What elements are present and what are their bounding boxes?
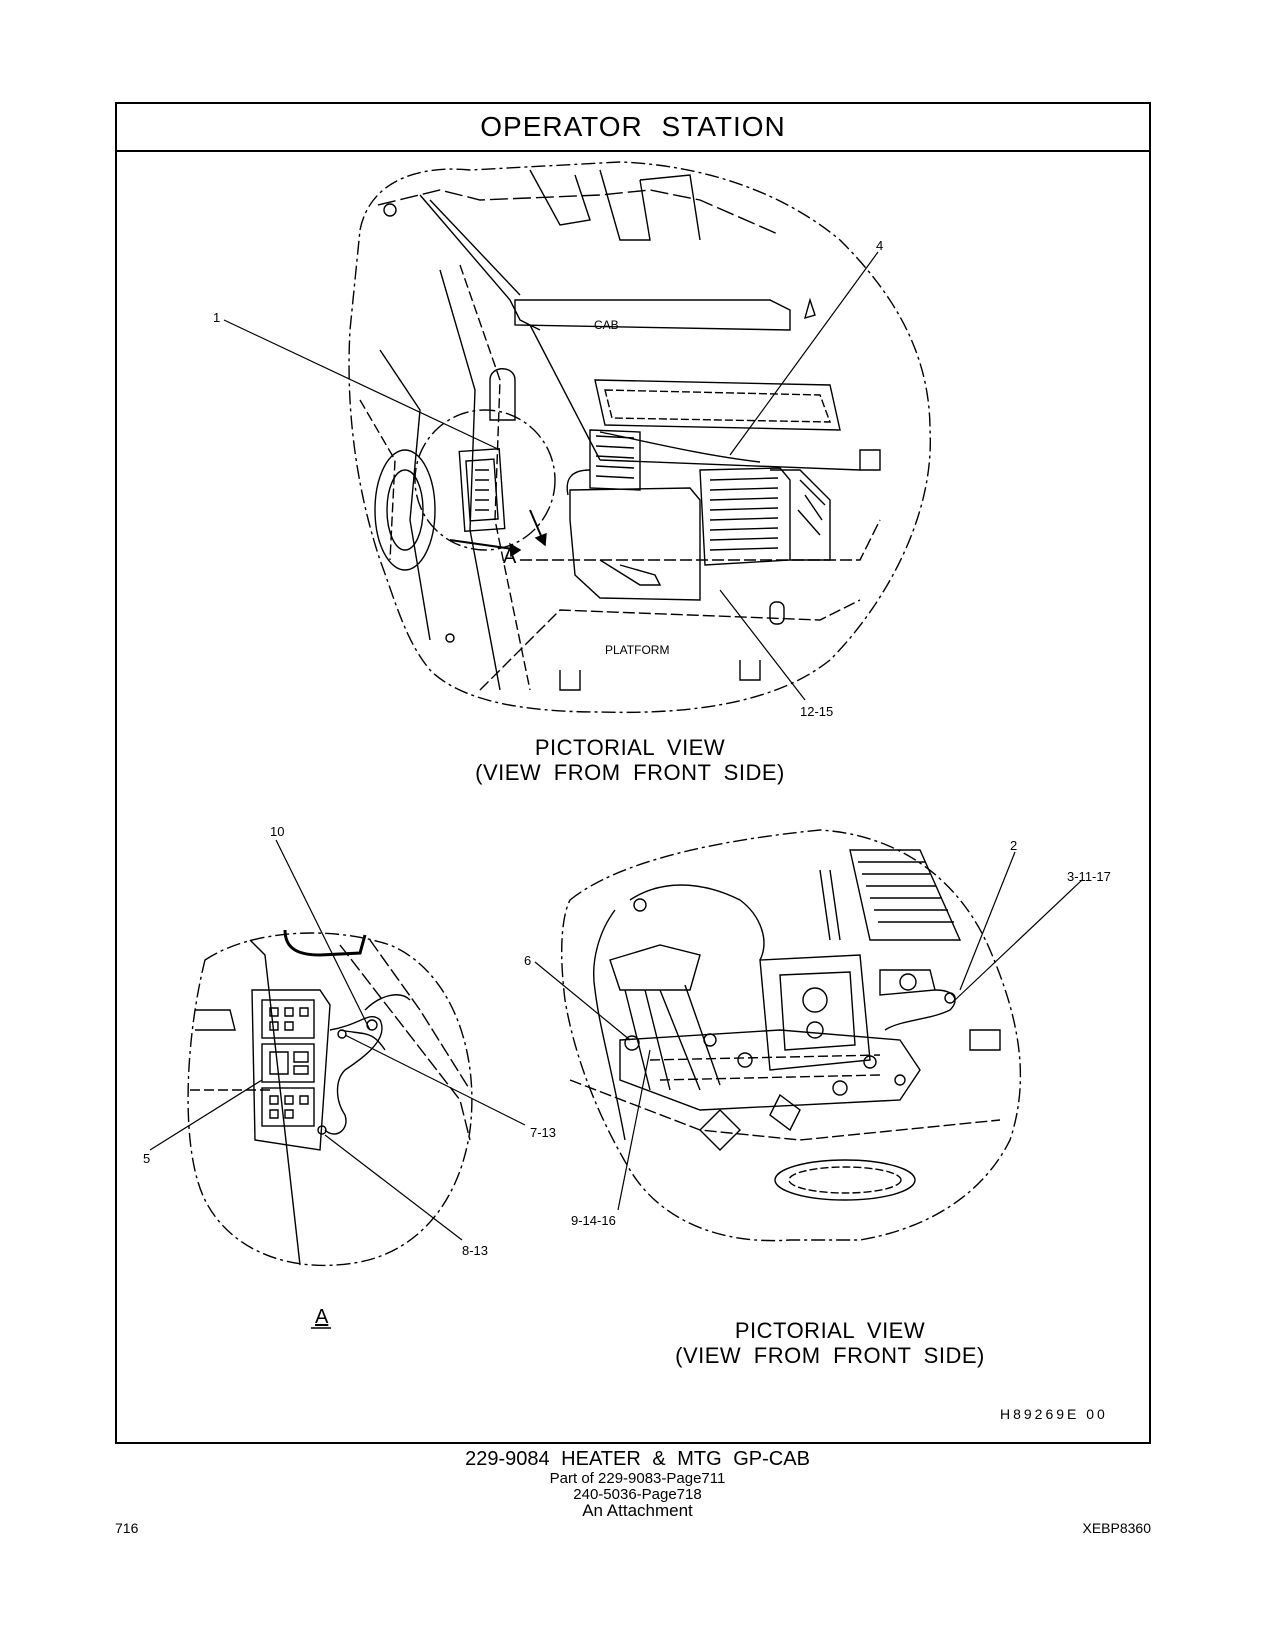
detail-a-marker: A bbox=[503, 546, 517, 568]
footer-ref: 240-5036-Page718 bbox=[573, 1486, 702, 1503]
lower-view-caption: PICTORIAL VIEW (VIEW FROM FRONT SIDE) bbox=[630, 1318, 1030, 1368]
callout-9-14-16: 9-14-16 bbox=[571, 1213, 616, 1228]
page-title: OPERATOR STATION bbox=[117, 104, 1149, 152]
document-id: XEBP8360 bbox=[1082, 1520, 1152, 1536]
detail-a-label: A bbox=[315, 1306, 329, 1328]
callout-7-13: 7-13 bbox=[530, 1125, 556, 1140]
detail-a-text: 10 5 7-13 8-13 A bbox=[143, 824, 556, 1329]
main-view-text: 1 4 12-15 CAB PLATFORM A bbox=[213, 238, 883, 719]
callout-1: 1 bbox=[213, 310, 220, 325]
callout-12-15: 12-15 bbox=[800, 704, 833, 719]
footer-title: 229-9084 HEATER & MTG GP-CAB bbox=[465, 1448, 810, 1470]
callout-5: 5 bbox=[143, 1151, 150, 1166]
footer-attachment: An Attachment bbox=[582, 1501, 693, 1520]
page-number: 716 bbox=[115, 1520, 139, 1536]
main-view-caption-line1: PICTORIAL VIEW bbox=[534, 735, 726, 760]
callout-3-11-17: 3-11-17 bbox=[1067, 869, 1111, 884]
platform-label: PLATFORM bbox=[605, 643, 669, 657]
main-view-caption: PICTORIAL VIEW (VIEW FROM FRONT SIDE) bbox=[430, 735, 830, 785]
lower-view-caption-line2: (VIEW FROM FRONT SIDE) bbox=[675, 1343, 985, 1368]
drawing-frame: OPERATOR STATION bbox=[115, 102, 1151, 1444]
callout-8-13: 8-13 bbox=[462, 1243, 488, 1258]
lower-view-caption-line1: PICTORIAL VIEW bbox=[734, 1318, 926, 1343]
callout-10: 10 bbox=[270, 824, 284, 839]
detail-a-view bbox=[149, 839, 526, 1266]
footer-part-of: Part of 229-9083-Page711 bbox=[549, 1470, 726, 1487]
main-pictorial-view bbox=[223, 161, 931, 714]
main-view-caption-line2: (VIEW FROM FRONT SIDE) bbox=[475, 760, 785, 785]
lower-pictorial-view bbox=[534, 829, 1083, 1242]
cab-label: CAB bbox=[594, 318, 619, 332]
lower-view-text: 2 3-11-17 6 9-14-16 bbox=[524, 838, 1111, 1228]
callout-4: 4 bbox=[876, 238, 883, 253]
drawing-code: H89269E 00 bbox=[1000, 1406, 1108, 1422]
callout-6: 6 bbox=[524, 953, 531, 968]
callout-2: 2 bbox=[1010, 838, 1017, 853]
